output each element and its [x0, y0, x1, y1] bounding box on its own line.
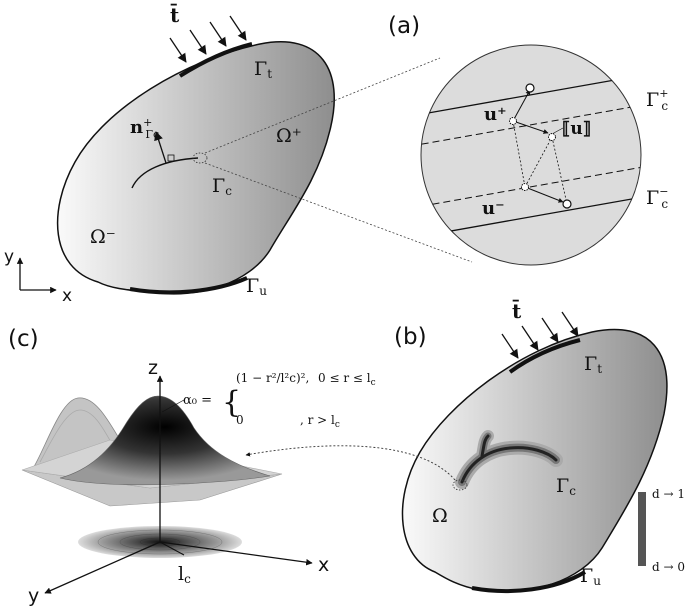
alpha-formula: α₀ = { (1 − r²/l²c)², 0 ≤ r ≤ lc 0 , r >…	[183, 371, 376, 430]
jump-label: ⟦u⟧	[562, 119, 591, 139]
gamma-t-boundary-b	[508, 338, 581, 374]
gamma-u-boundary-b	[471, 570, 587, 594]
omega-plus-label: Ω⁺	[276, 125, 302, 147]
gamma-t-label-a: Γt	[254, 58, 272, 81]
body-a	[56, 41, 335, 295]
axis-x-label-a: x	[62, 286, 72, 306]
axis-y-label-a: y	[4, 247, 14, 267]
body-b	[401, 328, 668, 593]
gamma-t-label-b: Γt	[584, 353, 602, 376]
panel-a: t̄ Γt Γu Γc Ω⁺ Ω⁻ n+Γc y x (a)	[4, 2, 473, 306]
zoom-source-marker	[192, 152, 208, 164]
case1-expression: (1 − r²/l²c)²,	[236, 371, 309, 385]
case2-condition: , r > lc	[300, 413, 340, 430]
gamma-c-label-b: Γc	[556, 475, 576, 498]
omega-minus-label: Ω⁻	[90, 226, 116, 248]
zoom-circle: u⁺ u⁻ ⟦u⟧ Γ+c Γ−c	[420, 44, 668, 266]
u-minus-label: u⁻	[482, 198, 505, 219]
gamma-u-label-b: Γu	[580, 565, 601, 588]
zoom-line-bottom	[204, 162, 473, 263]
u-plus-vector	[512, 89, 531, 122]
gamma-c-label-a: Γc	[212, 175, 232, 198]
traction-label-b: t̄	[512, 298, 522, 323]
case2-expression: 0	[236, 413, 244, 427]
axes-c	[44, 375, 313, 594]
normal-right-angle	[167, 154, 175, 162]
axes-a	[16, 257, 57, 294]
axis-z-label-c: z	[148, 357, 158, 379]
panel-a-label: (a)	[388, 13, 420, 39]
damage-top-label: d → 1	[652, 487, 685, 501]
u-plus-label: u⁺	[484, 104, 507, 125]
u-minus-vector	[524, 186, 564, 203]
traction-arrows-b	[501, 311, 579, 359]
normal-vector	[154, 131, 167, 164]
bell-surface	[59, 395, 271, 486]
gamma-t-boundary-a	[178, 42, 253, 78]
panel-c: (c) z x y lc α₀ = { (1 − r²/l²c	[8, 326, 376, 607]
formula-leader	[161, 399, 185, 413]
axis-x-label-c: x	[318, 554, 329, 576]
panel-b-label: (b)	[394, 324, 427, 350]
gamma-c-plus-label: Γ+c	[646, 87, 668, 113]
gamma-u-label-a: Γu	[246, 275, 267, 298]
panel-c-label: (c)	[8, 326, 39, 352]
diffuse-crack	[455, 430, 563, 489]
traction-label-a: t̄	[170, 2, 180, 27]
gamma-c-minus-label: Γ−c	[646, 185, 668, 211]
alpha-label: α₀ =	[183, 393, 212, 408]
lc-label: lc	[178, 563, 191, 586]
gamma-u-boundary-a	[129, 276, 248, 295]
axis-y-label-c: y	[28, 585, 39, 607]
zoom-source-marker-b	[452, 479, 468, 491]
normal-label: n+Γc	[130, 116, 159, 141]
pointer-arrow-b-to-c	[245, 445, 456, 481]
damage-legend-bar	[638, 492, 646, 566]
panel-b: t̄ Γt Γc Γu Ω (b) d → 1 d → 0	[245, 298, 685, 594]
traction-arrows-a	[169, 15, 247, 63]
jump-label-leader	[551, 127, 564, 135]
crack-curve-a	[131, 157, 199, 189]
damage-bottom-label: d → 0	[652, 560, 685, 574]
jump-vector	[512, 120, 549, 134]
case1-condition: 0 ≤ r ≤ lc	[318, 371, 376, 388]
omega-label-b: Ω	[432, 505, 448, 527]
formula-brace: {	[222, 385, 241, 420]
